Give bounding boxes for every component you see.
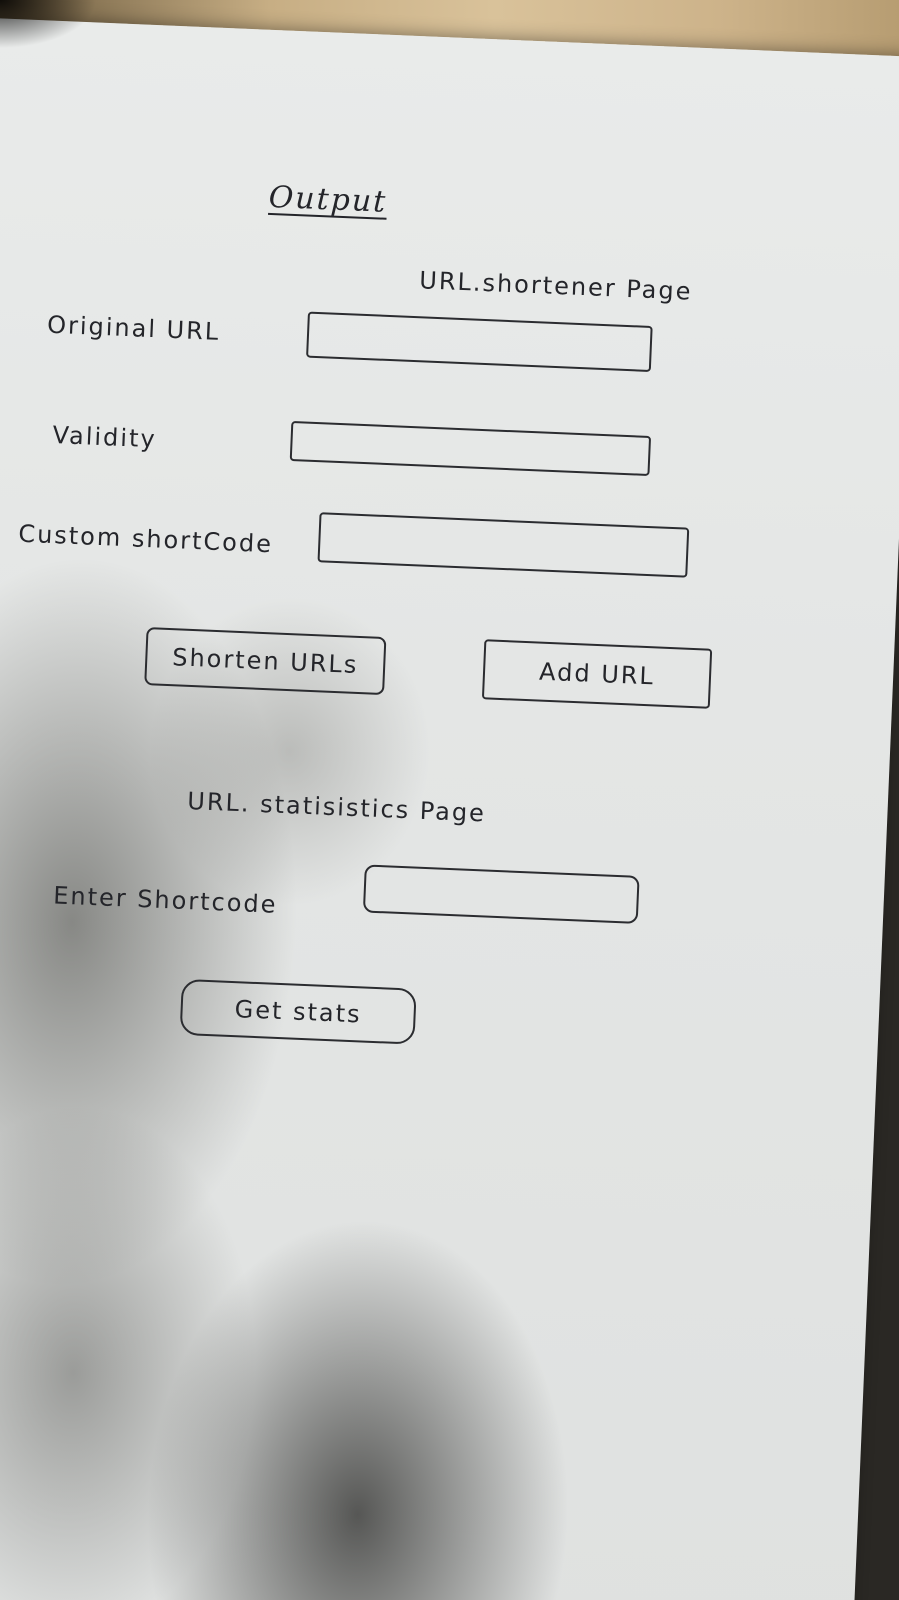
original-url-label: Original URL xyxy=(46,310,221,346)
statistics-page-title: URL. statisistics Page xyxy=(186,786,487,828)
get-stats-button[interactable]: Get stats xyxy=(179,978,417,1045)
shorten-urls-button[interactable]: Shorten URLs xyxy=(144,627,387,696)
paper-sheet: Output URL.shortener Page Original URL V… xyxy=(0,18,899,1600)
custom-shortcode-label: Custom shortCode xyxy=(17,519,274,559)
page-heading: Output xyxy=(268,179,388,220)
original-url-input[interactable] xyxy=(306,311,653,372)
shortener-page-title: URL.shortener Page xyxy=(418,266,694,306)
add-url-button[interactable]: Add URL xyxy=(481,639,713,709)
enter-shortcode-label: Enter Shortcode xyxy=(52,881,279,919)
custom-shortcode-input[interactable] xyxy=(317,512,690,578)
validity-input[interactable] xyxy=(289,420,652,477)
shortcode-lookup-input[interactable] xyxy=(362,864,640,924)
validity-label: Validity xyxy=(52,420,158,454)
